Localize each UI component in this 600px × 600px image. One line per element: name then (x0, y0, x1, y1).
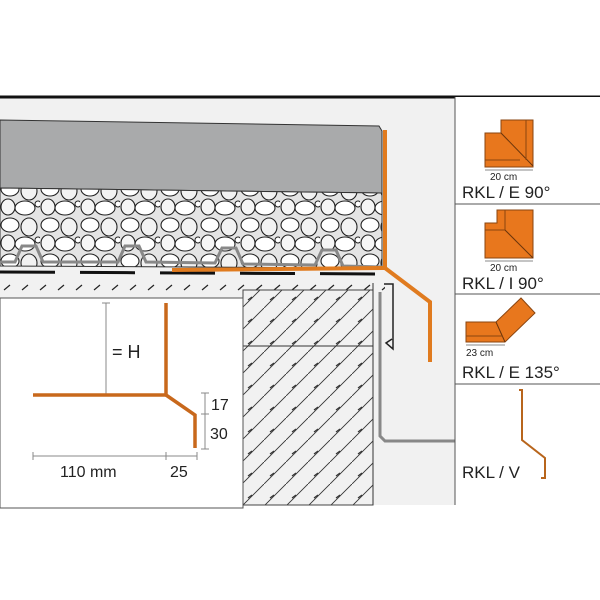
fixing-profile (384, 283, 394, 351)
gravel-layer (0, 187, 383, 269)
variant-i90-icon (484, 209, 534, 262)
variant-i90-label: RKL / I 90° (462, 274, 544, 293)
drip-profile (378, 292, 455, 443)
dim-110: 110 mm (60, 464, 117, 481)
variant-e135-size: 23 cm (466, 348, 493, 359)
dim-25: 25 (170, 464, 188, 481)
edge-profile-drip (383, 266, 432, 362)
variant-e90-label: RKL / E 90° (462, 183, 550, 202)
dim-30: 30 (210, 426, 228, 443)
variant-e135-icon (465, 297, 536, 346)
dim-17: 17 (211, 397, 229, 414)
detail-inset (0, 297, 244, 509)
sealing-membrane (0, 270, 386, 276)
screed-slab (0, 119, 383, 194)
variant-e135-label: RKL / E 135° (462, 363, 560, 382)
variant-v-icon (519, 389, 546, 479)
drainage-mat (0, 244, 383, 269)
variant-v-label: RKL / V (462, 463, 521, 482)
concrete-block (242, 289, 374, 506)
variant-e90-icon (484, 119, 534, 171)
variant-e90-size: 20 cm (490, 172, 517, 183)
height-label: = H (112, 342, 141, 362)
variant-i90-size: 20 cm (490, 263, 517, 274)
